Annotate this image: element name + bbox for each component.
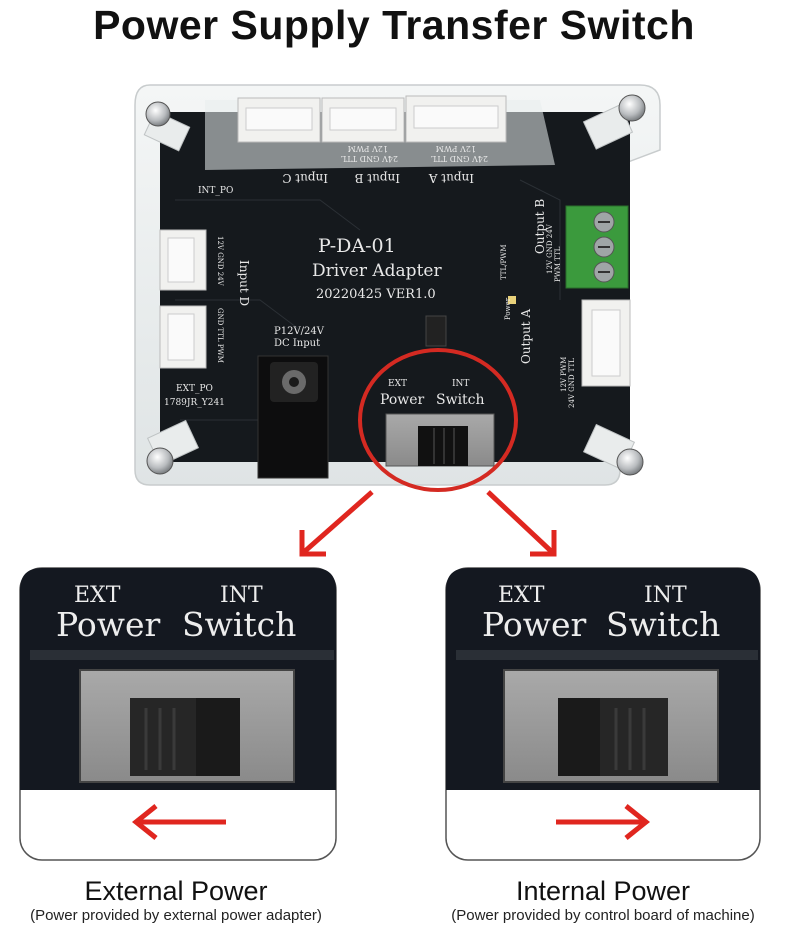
page-title: Power Supply Transfer Switch — [93, 2, 695, 48]
output-a-pins-2: 24V GND TTL — [568, 358, 576, 408]
right-int-label: INT — [644, 583, 687, 608]
input-a-pins: 24V GND TTL — [430, 154, 488, 163]
right-switch-body — [503, 669, 719, 783]
pcb-traces — [175, 179, 561, 421]
standoff-bottom-right — [582, 423, 644, 476]
right-ext-label: EXT — [498, 583, 545, 608]
left-switch-body — [79, 669, 295, 783]
left-int-label: INT — [220, 583, 263, 608]
left-direction-arrow — [131, 804, 226, 840]
input-d-pins-2: GND TTL PWM — [216, 308, 224, 363]
board-switch-int: INT — [452, 379, 469, 389]
int-po-label: INT_PO — [198, 186, 233, 196]
right-caption-block: Internal Power (Power provided by contro… — [418, 876, 788, 926]
input-d-pins: 12V GND 24V — [216, 236, 224, 287]
board-name: P-DA-01 — [318, 235, 396, 257]
external-power-caption: External Power — [84, 876, 268, 906]
arrow-to-right-panel — [486, 490, 557, 557]
standoff-bottom-left — [146, 419, 200, 475]
dc-input-label-2: DC Input — [274, 338, 320, 349]
board-power-switch — [385, 413, 495, 467]
input-d-label: Input D — [237, 260, 251, 306]
input-d-connector-top — [159, 229, 207, 291]
board-switch-switch: Switch — [436, 392, 485, 408]
chip — [508, 296, 516, 304]
input-b-connector — [321, 97, 405, 143]
output-b-pins: 12V GND 24V — [546, 223, 554, 274]
input-c-connector — [237, 97, 321, 143]
ext-po-label: EXT_PO — [176, 384, 213, 394]
board-subtitle: Driver Adapter — [312, 261, 442, 281]
right-direction-arrow — [556, 804, 651, 840]
standoff-top-left — [143, 101, 191, 152]
input-a-connector — [405, 95, 507, 143]
dc-input-jack — [257, 355, 329, 479]
board-version: 20220425 VER1.0 — [316, 287, 436, 302]
input-b-label: Input B — [354, 171, 400, 185]
output-b-terminal — [565, 205, 629, 289]
left-switch-label: Switch — [182, 605, 296, 644]
dc-input-label-1: P12V/24V — [274, 326, 325, 337]
power-led-label: Power — [504, 297, 512, 320]
left-power-label: Power — [56, 605, 161, 644]
right-power-label: Power — [482, 605, 587, 644]
input-b-pins-2: 12V PWM — [348, 144, 388, 153]
standoff-top-right — [582, 94, 646, 150]
board-code: 1789JR_Y241 — [164, 398, 225, 408]
output-a-connector — [581, 299, 631, 387]
right-switch-label: Switch — [606, 605, 720, 644]
internal-power-note: (Power provided by control board of mach… — [451, 907, 755, 924]
input-b-pins: 24V GND TTL — [340, 154, 398, 163]
arrow-to-left-panel — [299, 490, 374, 557]
left-zoom-panel: EXT INT Power Switch — [19, 567, 337, 861]
ttl-pwm-label: TTL/PWM — [500, 244, 508, 280]
output-b-label: Output B — [533, 199, 547, 254]
chip — [425, 315, 447, 347]
input-c-label: Input C — [282, 171, 328, 185]
highlight-circle — [358, 348, 518, 492]
left-caption-block: External Power (Power provided by extern… — [0, 876, 352, 926]
output-a-pins: 12V PWM — [560, 357, 568, 392]
board-switch-power: Power — [380, 392, 425, 408]
external-power-note: (Power provided by external power adapte… — [30, 907, 322, 924]
right-zoom-panel: EXT INT Power Switch — [445, 567, 761, 861]
output-a-label: Output A — [519, 309, 533, 364]
left-ext-label: EXT — [74, 583, 121, 608]
output-b-pins-2: PWM TTL — [554, 246, 562, 282]
board-switch-ext: EXT — [388, 379, 407, 389]
input-d-connector-bottom — [159, 305, 207, 369]
input-a-pins-2: 12V PWM — [436, 144, 476, 153]
internal-power-caption: Internal Power — [515, 876, 691, 906]
input-a-label: Input A — [428, 171, 474, 185]
